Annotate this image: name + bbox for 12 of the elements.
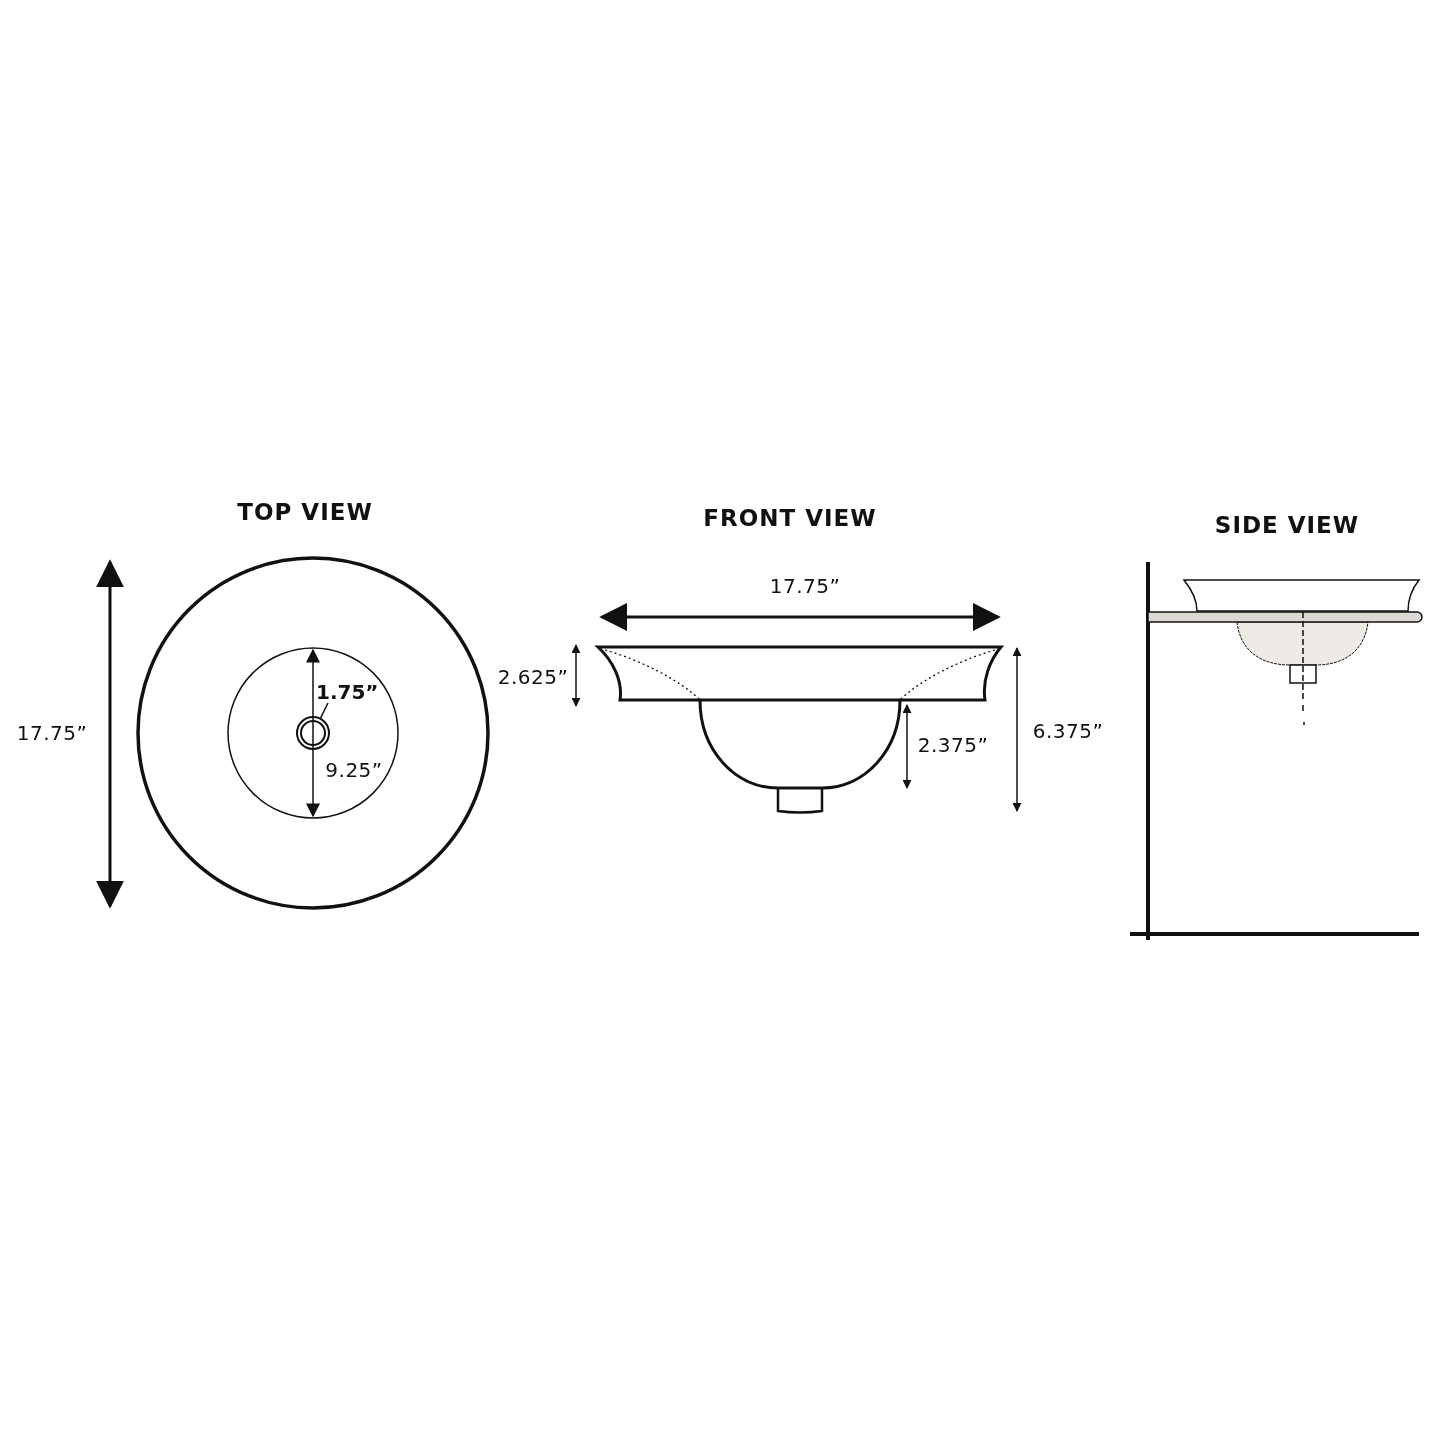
drain-hole-circle <box>296 716 330 750</box>
dimension-label: 6.375” <box>1032 720 1104 742</box>
dimension-label: 17.75” <box>16 722 88 744</box>
dimension-label: 2.625” <box>497 666 569 688</box>
view-title: TOP VIEW <box>237 500 373 526</box>
dimension-label: 2.375” <box>917 734 989 756</box>
view-title: FRONT VIEW <box>703 506 877 532</box>
dimension-label: 1.75” <box>316 681 379 703</box>
dimension-label: 17.75” <box>769 575 841 597</box>
leader-line <box>319 702 329 719</box>
view-title: SIDE VIEW <box>1214 513 1360 539</box>
dimension-label: 9.25” <box>325 759 383 781</box>
